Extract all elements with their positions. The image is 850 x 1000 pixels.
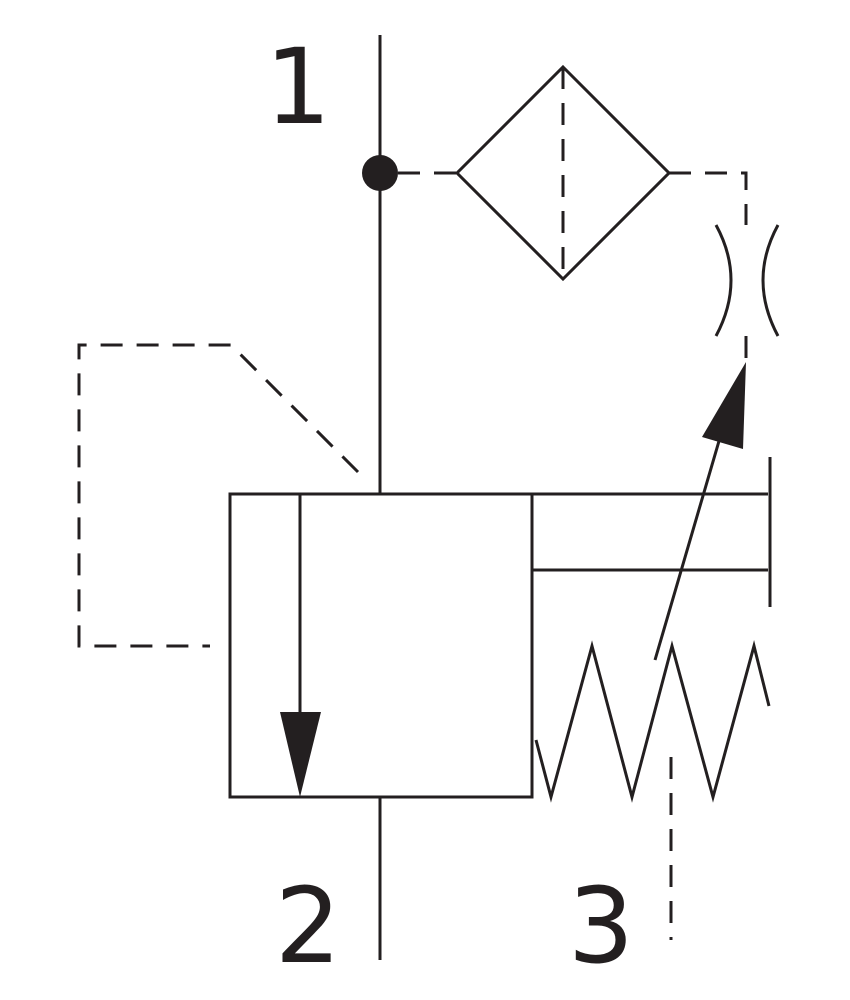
external-pilot-line [77, 343, 360, 648]
junction-dot [362, 155, 398, 191]
valve-envelope [228, 492, 534, 799]
port-2-label: 2 [275, 865, 341, 987]
adjustment-arrow-head [702, 362, 746, 449]
pilot-line-to-orifice [669, 171, 748, 225]
adjustment-arrow-shaft [653, 399, 733, 661]
port-1-label: 1 [265, 26, 331, 148]
orifice-left-arc [714, 224, 733, 337]
filter-diamond [454, 64, 672, 282]
port-3-label: 3 [568, 865, 634, 987]
spring [534, 640, 771, 803]
orifice-right-arc [761, 224, 780, 337]
flow-arrow-head [280, 712, 321, 797]
